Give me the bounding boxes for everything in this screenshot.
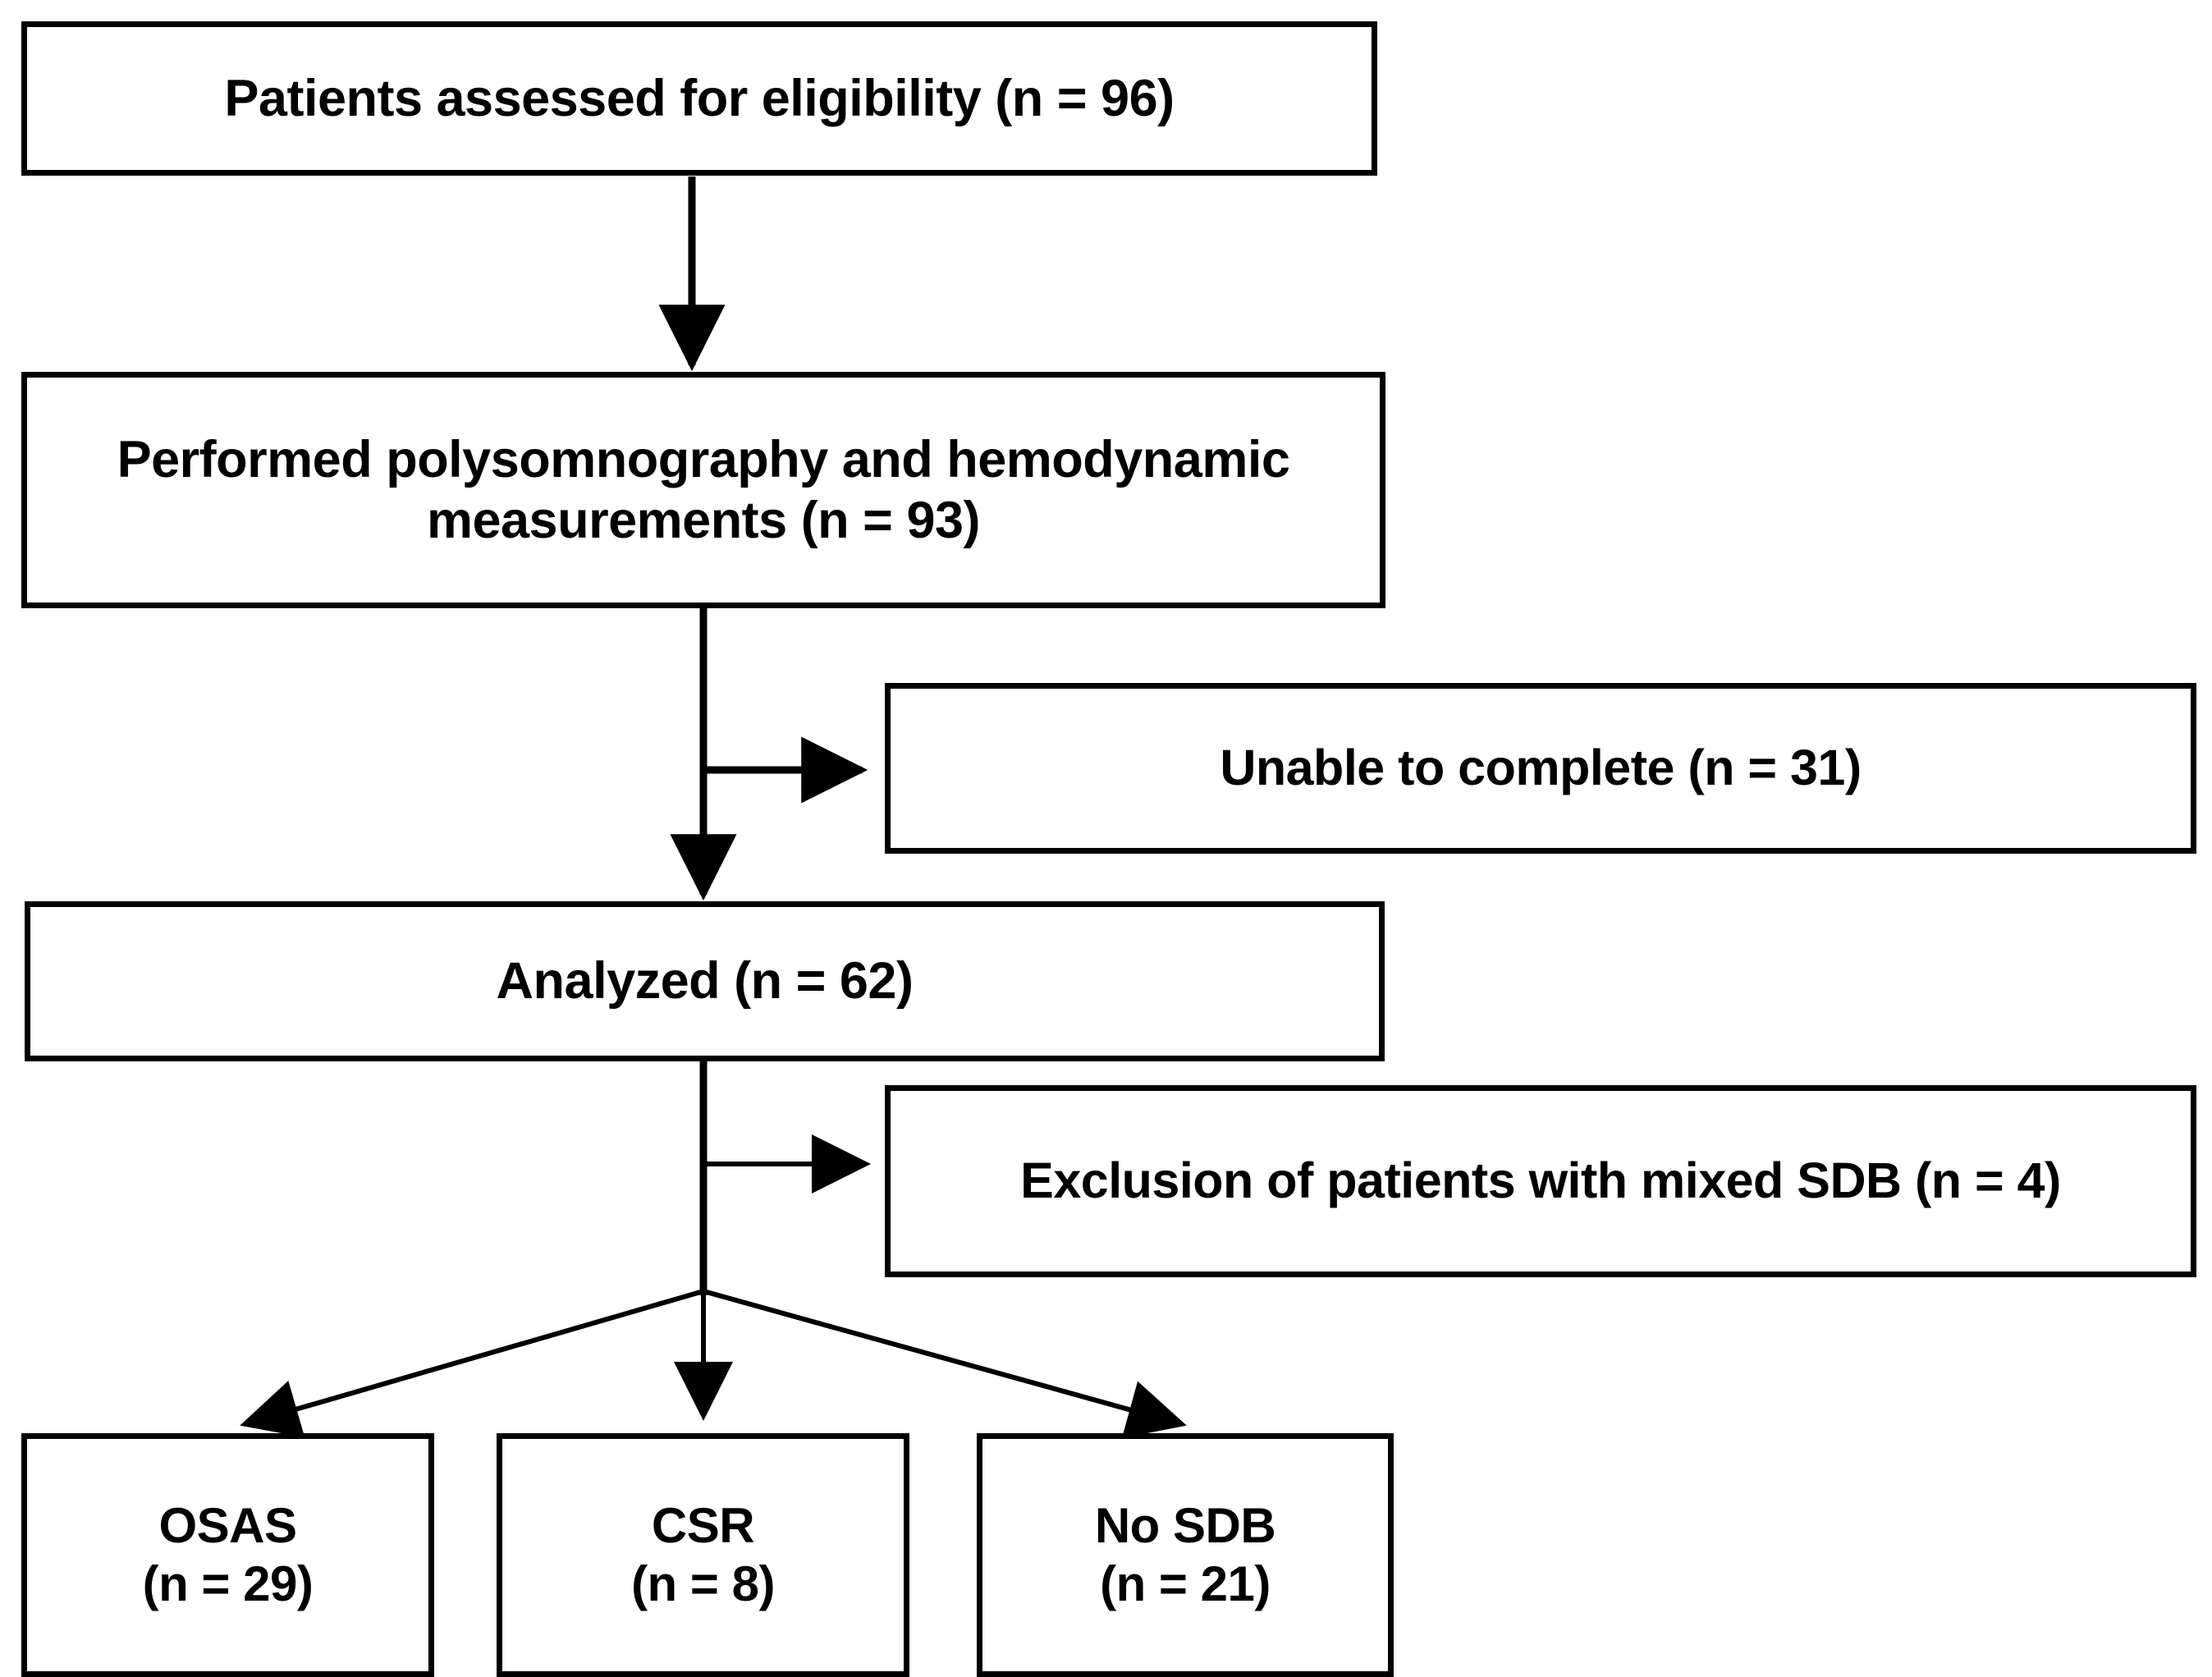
edge-analyzed-to-nosdb [703, 1289, 1187, 1439]
node-unable: Unable to complete (n = 31) [885, 683, 2196, 854]
node-performed-label: Performed polysomnography and hemodynami… [117, 430, 1290, 549]
node-osas-label: OSAS (n = 29) [142, 1497, 314, 1611]
node-unable-label: Unable to complete (n = 31) [1220, 740, 1862, 796]
node-exclusion: Exclusion of patients with mixed SDB (n … [885, 1085, 2196, 1277]
node-performed: Performed polysomnography and hemodynami… [21, 372, 1385, 608]
node-eligibility-label: Patients assessed for eligibility (n = 9… [224, 69, 1175, 127]
node-csr-label: CSR (n = 8) [631, 1497, 775, 1611]
node-exclusion-label: Exclusion of patients with mixed SDB (n … [1020, 1152, 2061, 1209]
node-nosdb-label: No SDB (n = 21) [1094, 1497, 1276, 1611]
node-eligibility: Patients assessed for eligibility (n = 9… [21, 21, 1377, 176]
node-osas: OSAS (n = 29) [21, 1433, 434, 1677]
node-analyzed: Analyzed (n = 62) [25, 901, 1385, 1061]
edge-analyzed-to-osas [240, 1289, 704, 1438]
node-csr: CSR (n = 8) [497, 1433, 909, 1677]
node-analyzed-label: Analyzed (n = 62) [496, 952, 914, 1010]
node-nosdb: No SDB (n = 21) [977, 1433, 1394, 1677]
